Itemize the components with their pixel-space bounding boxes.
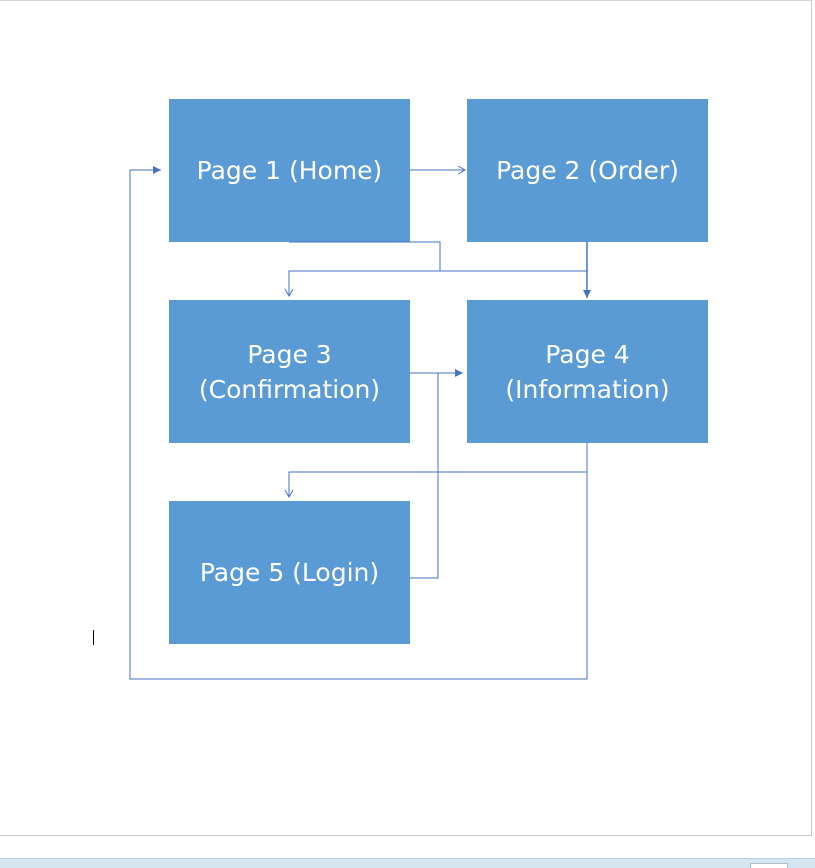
node-page-4-information[interactable]: Page 4 (Information) bbox=[467, 300, 708, 443]
edge-page1-to-page4[interactable] bbox=[289, 241, 588, 298]
status-bar-control[interactable] bbox=[750, 863, 788, 868]
edge-page2-to-page3[interactable] bbox=[284, 270, 587, 298]
edge-page5-to-page4[interactable] bbox=[410, 373, 439, 579]
node-page-1-home[interactable]: Page 1 (Home) bbox=[169, 99, 410, 242]
status-bar bbox=[0, 858, 815, 868]
node-page-3-confirmation[interactable]: Page 3 (Confirmation) bbox=[169, 300, 410, 443]
text-cursor bbox=[93, 630, 94, 645]
node-page-2-order[interactable]: Page 2 (Order) bbox=[467, 99, 708, 242]
edge-page4-to-page1[interactable] bbox=[129, 166, 588, 680]
node-page-5-login[interactable]: Page 5 (Login) bbox=[169, 501, 410, 644]
